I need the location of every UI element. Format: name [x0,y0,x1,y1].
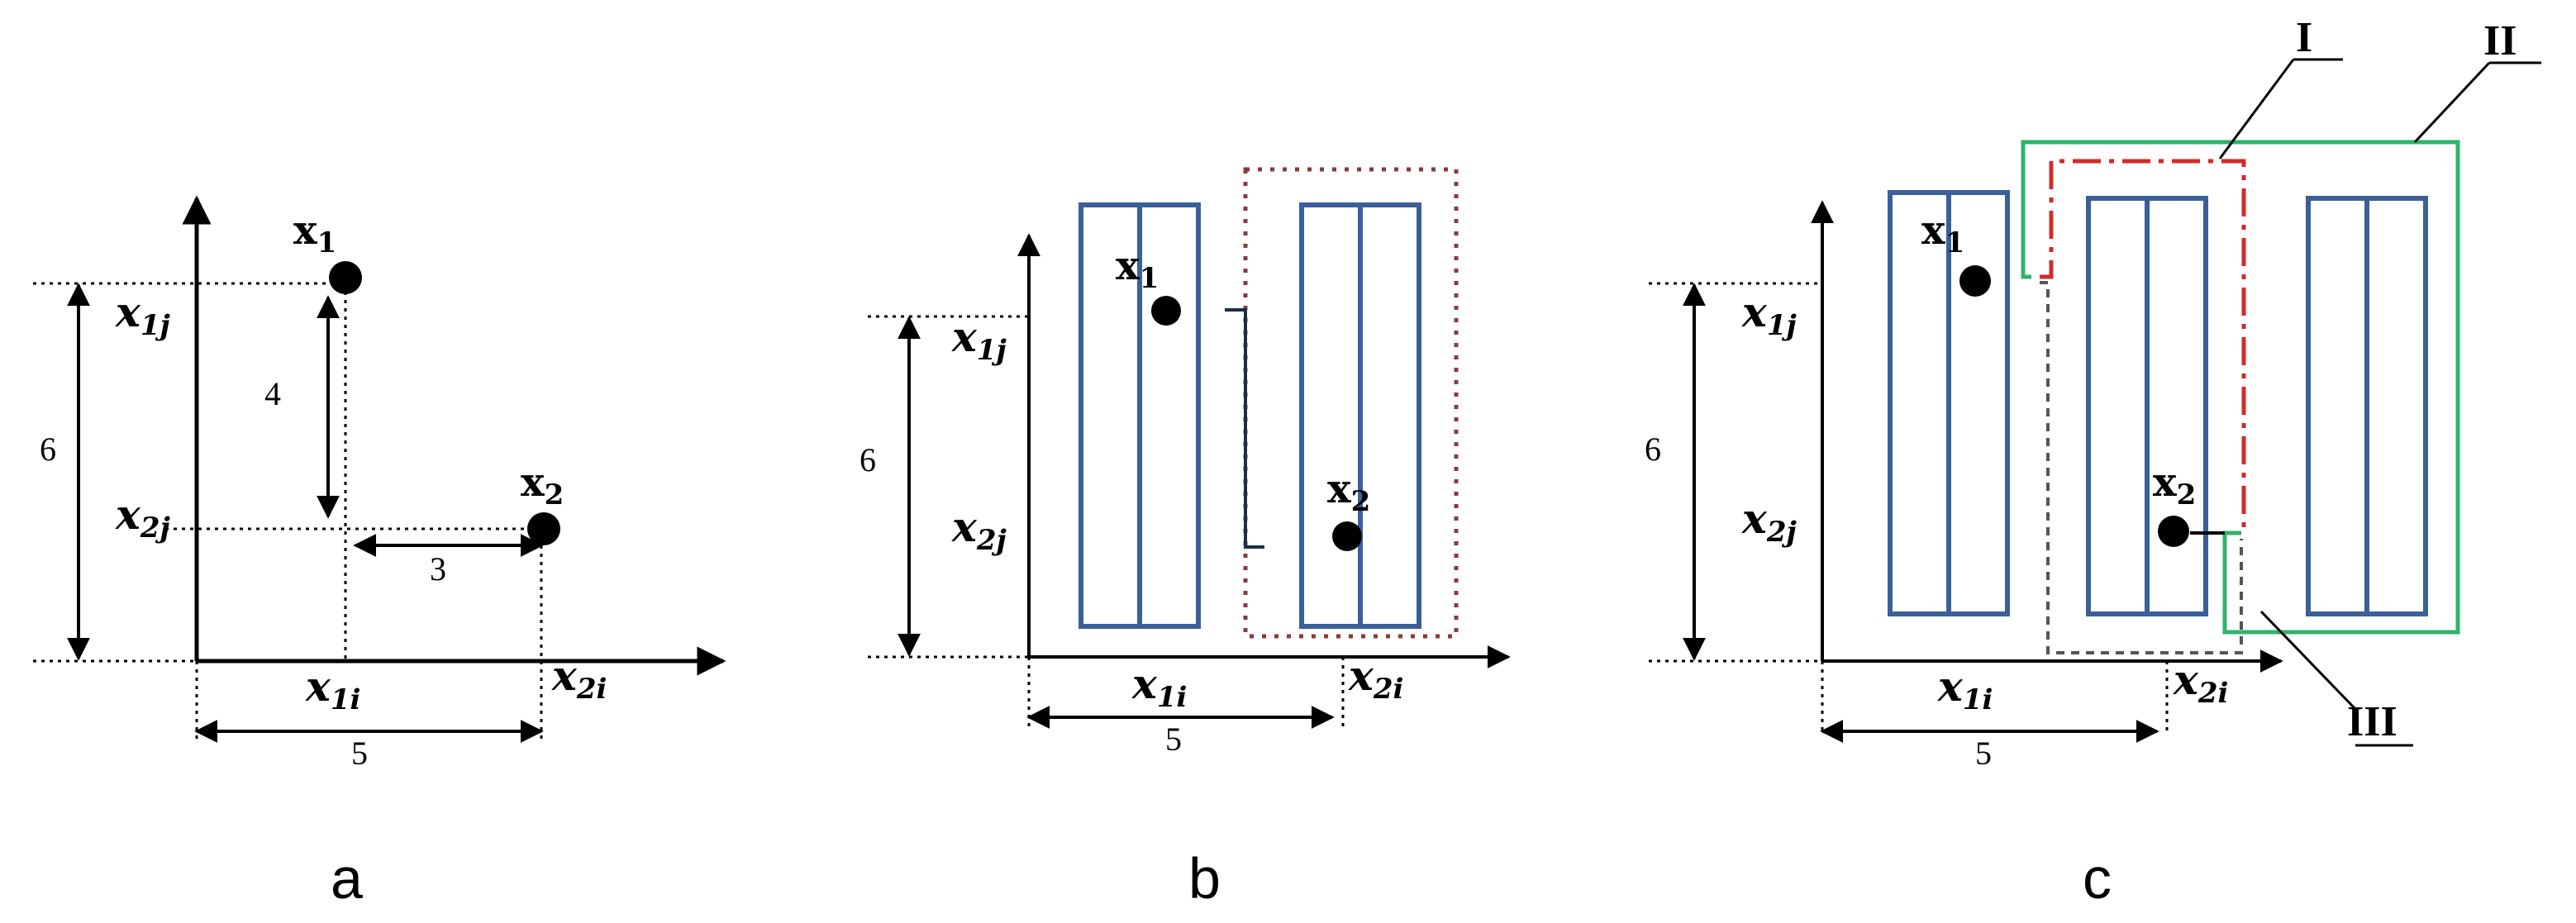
panel-c-point-x2 [2158,516,2189,547]
panel-c-route-II [2021,140,2460,635]
panel-a-caption: a [331,846,363,911]
panel-c-dim-5-label: 5 [1975,735,1992,772]
panel-c-label-x1j: x1j [1741,288,1797,342]
panel-c-leader-III [2259,610,2357,711]
panel-b-label-x2i: x2i [1348,651,1403,706]
panel-a-label-x2: x2 [521,459,564,511]
panel-c-label-route-III: III [2347,698,2397,745]
panel-c-route-III [2040,281,2243,654]
panel-b-point-x1 [1151,296,1181,326]
panel-b-connection-line [1225,308,1264,549]
panel-a-guides [33,282,545,744]
panel-b-point-x2 [1332,521,1362,551]
panel-a-label-x2i: x2i [551,651,607,706]
panel-b-label-x1j: x1j [951,312,1007,367]
panel-b-label-x1i: x1i [1131,659,1187,714]
panel-a-point-x1 [329,261,362,294]
panel-c-label-x1: x1 [1921,207,1964,259]
panel-b-label-x2: x2 [1327,466,1370,518]
panel-b-caption: b [1188,846,1221,911]
panel-c-dim-6-label: 6 [1645,431,1661,468]
panel-c-label-route-II: II [2483,17,2516,64]
panel-b: x1 x2 x1j x2j x1i x2i 6 5 b [859,167,1511,911]
panel-a-label-x2j: x2j [115,490,170,545]
panel-a-dim-4-label: 4 [264,375,281,412]
panel-a-dim-3-label: 3 [430,550,446,588]
panel-a: x1 x2 x1j x2j x1i x2i 6 4 3 5 a [33,195,726,911]
panel-c-leader-II [2413,61,2491,144]
panel-a-label-x1i: x1i [305,662,360,716]
panel-a-label-x1j: x1j [115,288,170,342]
panel-c-label-x2j: x2j [1741,494,1797,549]
panel-c-label-x1i: x1i [1937,662,1993,716]
panel-b-dim-6-label: 6 [859,441,876,478]
panel-c-point-x1 [1959,265,1991,297]
panel-a-label-x1: x1 [293,207,336,259]
panel-a-dim-6-label: 6 [40,431,56,468]
panel-c-route-I [2040,159,2246,530]
panel-c-leader-I [2218,59,2295,159]
panel-a-point-x2 [527,512,560,545]
panel-b-label-x1: x1 [1116,243,1159,295]
panel-b-dotted-box [1243,167,1459,639]
panel-b-frames [1078,202,1421,629]
panel-c-caption: c [2083,846,2112,911]
panel-b-label-x2j: x2j [951,502,1007,557]
panel-b-guides [868,315,1345,727]
panel-c: x1 x2 x1j x2j x1i x2i 6 5 I II III c [1645,14,2541,911]
panel-a-dim-5-label: 5 [351,735,368,772]
panel-c-frames [1888,190,2428,616]
panel-b-dim-5-label: 5 [1165,721,1182,758]
panel-c-label-route-I: I [2296,14,2312,61]
panel-c-label-x2: x2 [2153,459,2196,511]
panel-c-label-x2i: x2i [2173,655,2228,710]
